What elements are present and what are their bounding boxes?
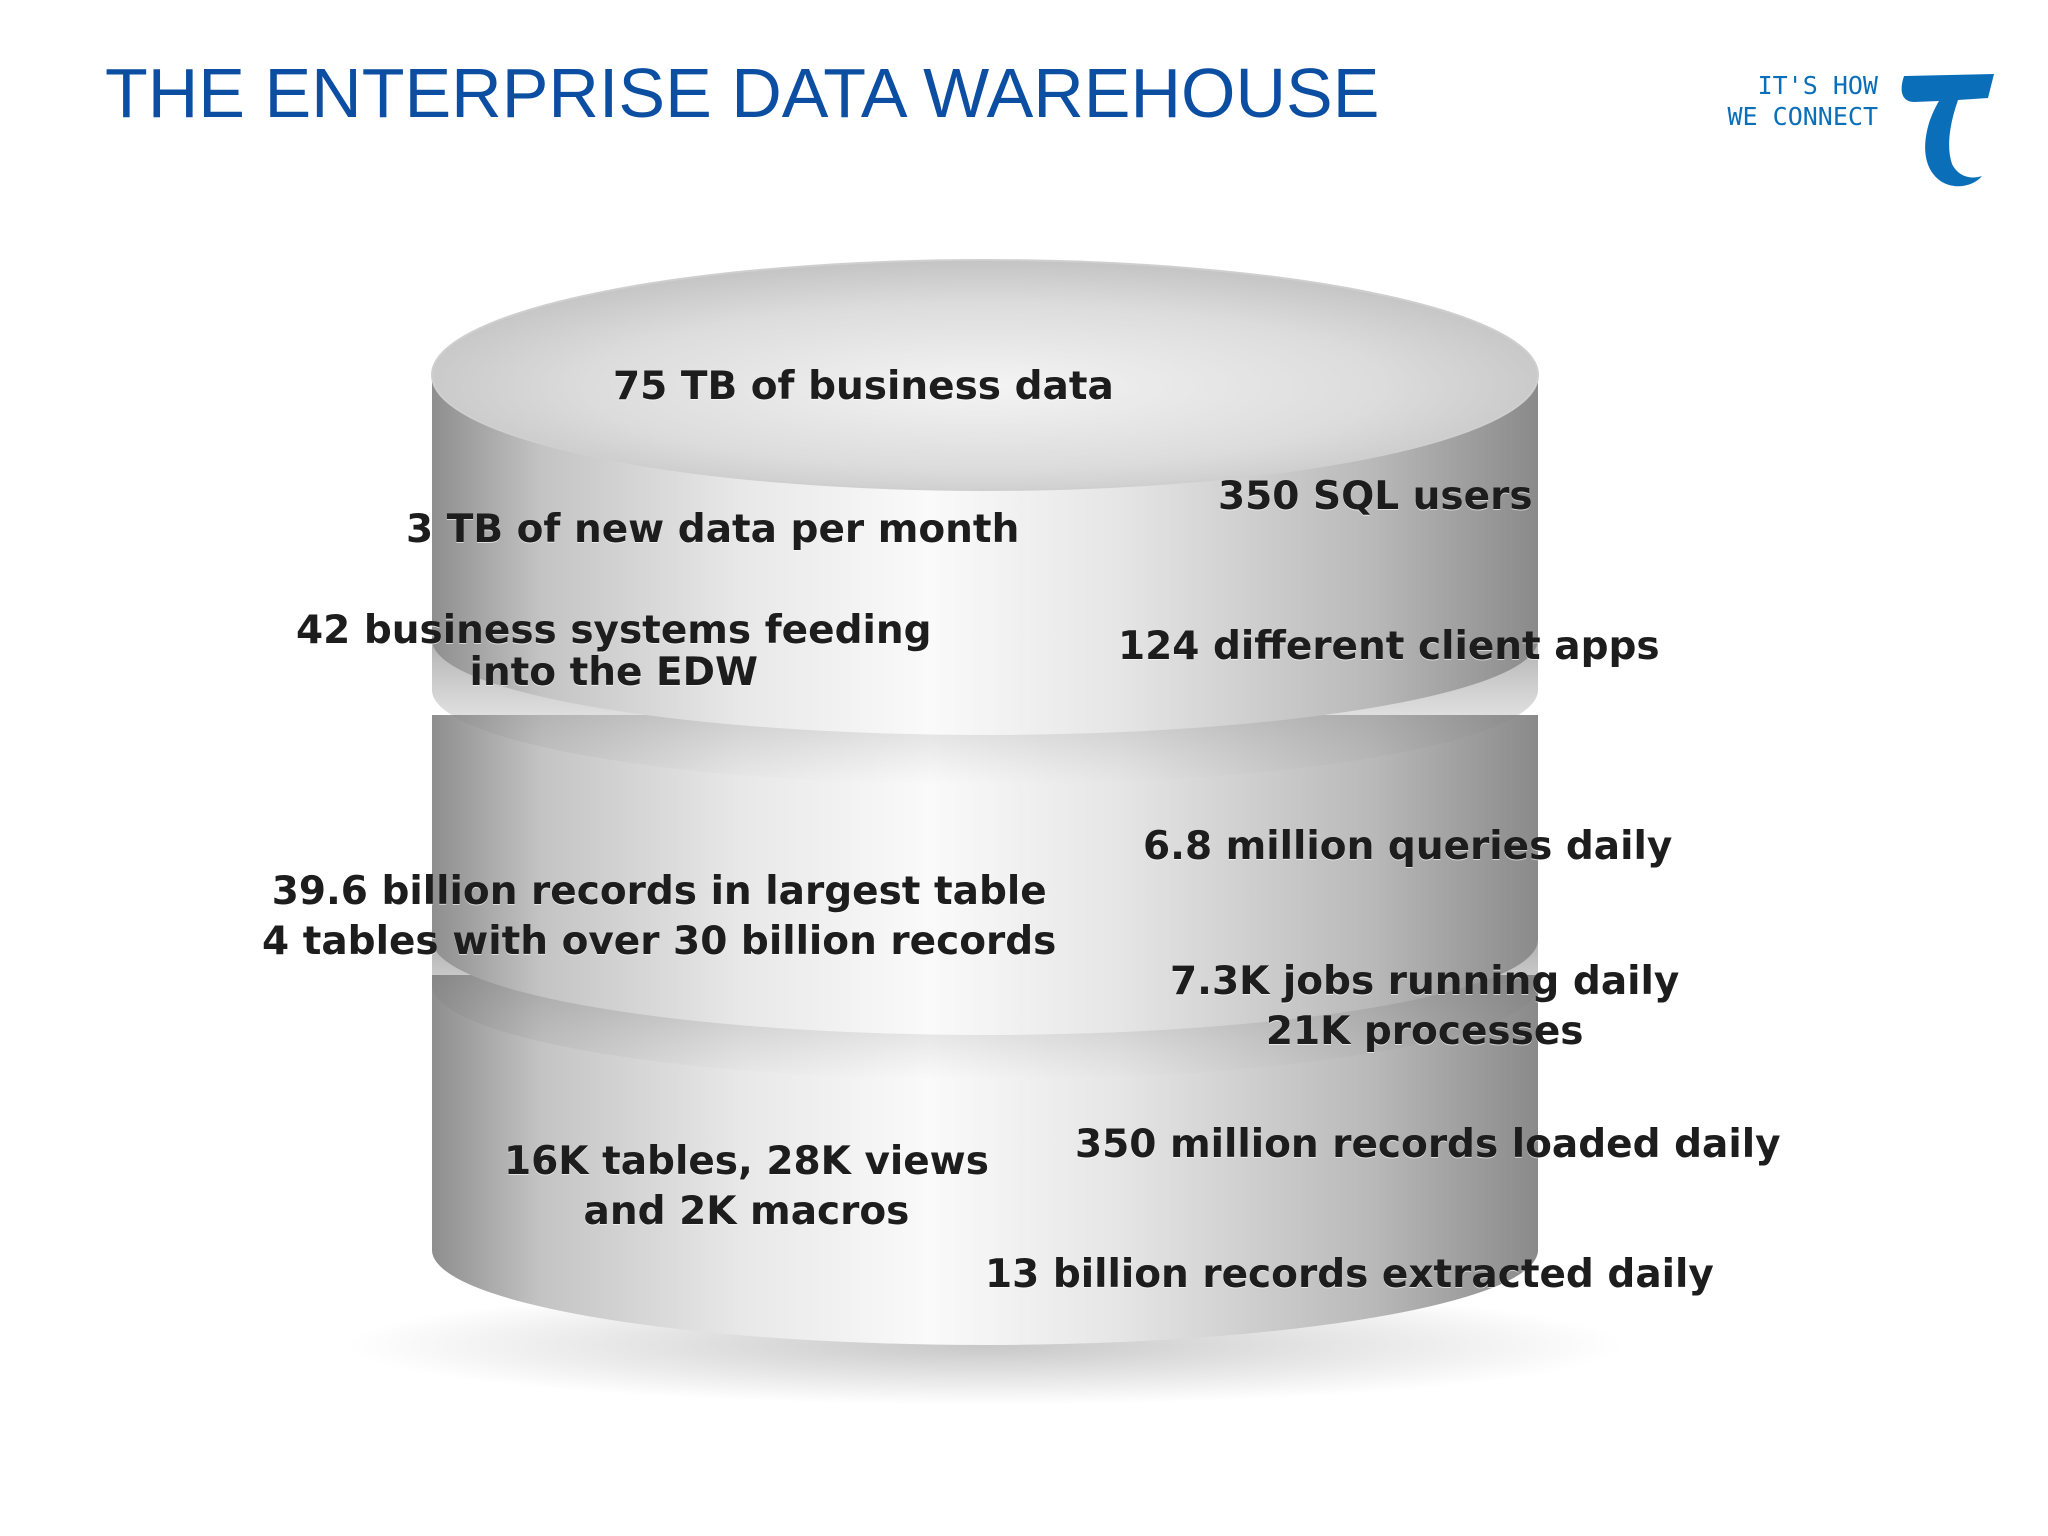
telstra-t-logo-icon bbox=[1901, 74, 1994, 187]
stat-business-systems: 42 business systems feeding into the EDW bbox=[296, 608, 932, 695]
stat-queries: 6.8 million queries daily bbox=[1143, 824, 1673, 869]
stat-largest-table: 39.6 billion records in largest table 4 … bbox=[262, 869, 1057, 964]
disk-middle bbox=[432, 715, 1538, 1035]
disk-bottom bbox=[432, 975, 1538, 1345]
stat-records-loaded: 350 million records loaded daily bbox=[1075, 1122, 1781, 1167]
brand-tagline: IT'S HOW WE CONNECT bbox=[1700, 70, 1878, 132]
stat-business-data: 75 TB of business data bbox=[613, 364, 1114, 409]
disk-top-rim bbox=[431, 259, 1539, 491]
tagline-line-1: IT'S HOW bbox=[1757, 71, 1878, 100]
seam-upper bbox=[432, 640, 1538, 785]
stat-sql-users: 350 SQL users bbox=[1218, 474, 1533, 519]
disk-top-face bbox=[432, 260, 1538, 490]
stat-records-extracted: 13 billion records extracted daily bbox=[985, 1252, 1714, 1297]
stat-objects: 16K tables, 28K views and 2K macros bbox=[504, 1139, 989, 1234]
tagline-line-2: WE CONNECT bbox=[1727, 102, 1878, 131]
seam-lower bbox=[432, 940, 1538, 1080]
stat-client-apps: 124 different client apps bbox=[1118, 624, 1660, 669]
page-title: THE ENTERPRISE DATA WAREHOUSE bbox=[105, 54, 1380, 132]
stat-jobs: 7.3K jobs running daily 21K processes bbox=[1170, 959, 1680, 1054]
stat-new-data: 3 TB of new data per month bbox=[406, 507, 1020, 552]
